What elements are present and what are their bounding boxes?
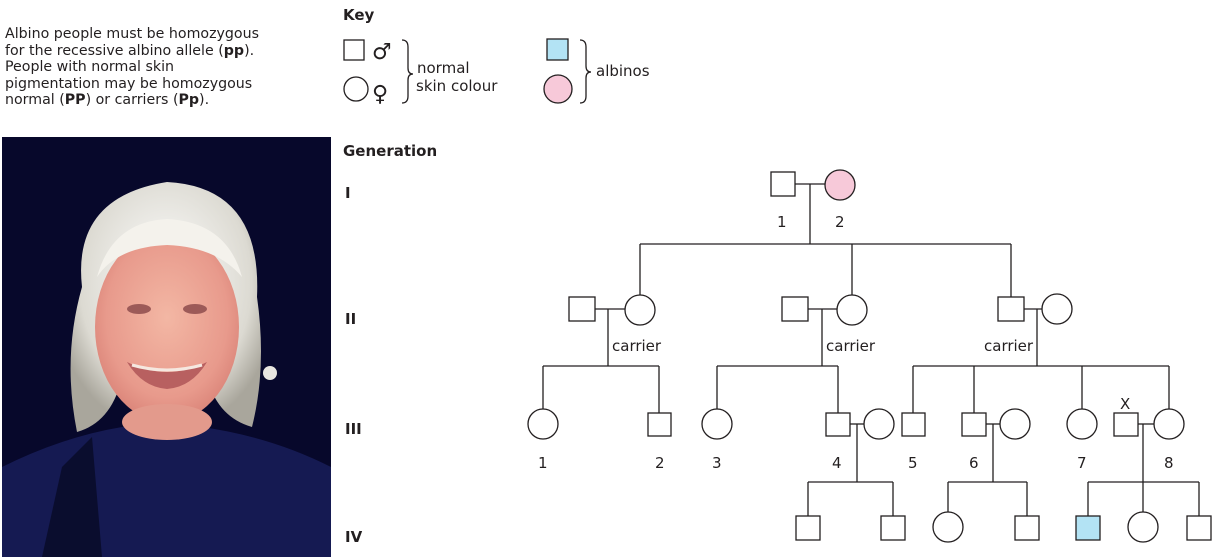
person-II-a-carrier-female — [624, 294, 656, 326]
number-III-5: 5 — [908, 454, 918, 472]
x-mark: X — [1120, 395, 1130, 413]
person-III-3-female — [701, 408, 733, 440]
number-III-3: 3 — [712, 454, 722, 472]
generation-title: Generation — [343, 142, 438, 160]
person-III-7-female — [1066, 408, 1098, 440]
key-albinos-label: albinos — [596, 62, 650, 80]
carrier-label-3: carrier — [984, 337, 1034, 355]
person-II-b-carrier-female — [836, 294, 868, 326]
person-IV-5-albino-male — [1075, 515, 1101, 541]
intro-line-2-end: ). — [244, 42, 255, 59]
genotype-Pp: Pp — [178, 92, 200, 108]
person-I-2-albino-female — [824, 169, 856, 201]
genotype-PP: PP — [64, 92, 86, 108]
person-IV-4-male — [1014, 515, 1040, 541]
number-III-4: 4 — [832, 454, 842, 472]
albino-brace — [579, 39, 592, 104]
normal-brace — [401, 39, 414, 104]
intro-line-4: pigmentation may be homozygous — [5, 75, 253, 92]
key-albino-female — [543, 74, 573, 104]
person-III-8-spouse-male — [1113, 412, 1139, 437]
generation-II: carrier carrier carrier — [542, 293, 1170, 413]
carrier-label-1: carrier — [612, 337, 662, 355]
number-I-1: 1 — [777, 213, 787, 231]
intro-line-2: for the recessive albino allele ( — [5, 42, 224, 59]
key-normal-line1: normal — [417, 59, 470, 77]
key-albino-male — [546, 38, 569, 61]
key-normal-line2: skin colour — [416, 77, 498, 95]
generation-label-IV: IV — [345, 528, 363, 546]
person-II-c-female — [1041, 293, 1073, 325]
generation-IV — [795, 511, 1212, 543]
male-symbol: ♂ — [372, 40, 392, 65]
key-title: Key — [343, 6, 375, 24]
intro-text: Albino people must be homozygous for the… — [5, 26, 325, 109]
person-IV-6-female — [1127, 511, 1159, 543]
person-II-b-male — [781, 296, 809, 322]
intro-line-5-end: ). — [199, 92, 210, 108]
intro-line-5-mid: ) or carriers ( — [85, 92, 179, 108]
person-III-8-female — [1153, 408, 1185, 440]
number-III-7: 7 — [1077, 454, 1087, 472]
number-III-6: 6 — [969, 454, 979, 472]
person-III-6-spouse — [999, 408, 1031, 440]
number-I-2: 2 — [835, 213, 845, 231]
genotype-pp: pp — [223, 42, 245, 59]
person-I-1-male — [770, 171, 796, 197]
generation-I: 1 2 — [639, 169, 1012, 305]
intro-line-1: Albino people must be homozygous — [5, 26, 259, 42]
key-female-circle — [343, 76, 369, 102]
person-IV-7-male — [1186, 515, 1212, 541]
person-II-a-male — [568, 296, 596, 322]
person-IV-3-female — [932, 511, 964, 543]
number-III-1: 1 — [538, 454, 548, 472]
number-III-8: 8 — [1164, 454, 1174, 472]
generation-label-III: III — [345, 420, 362, 438]
person-IV-2-male — [880, 515, 906, 541]
person-II-c-carrier-male — [997, 296, 1025, 322]
key-male-square — [343, 39, 365, 61]
generation-III: X 1 2 3 4 5 6 7 8 — [527, 395, 1200, 516]
albino-person-photo — [2, 137, 331, 557]
person-III-5-male — [901, 412, 926, 437]
intro-line-5: normal ( — [5, 92, 65, 108]
person-III-1-female — [527, 408, 559, 440]
person-III-4-male — [825, 412, 851, 437]
number-III-2: 2 — [655, 454, 665, 472]
person-III-4-spouse — [863, 408, 895, 440]
carrier-label-2: carrier — [826, 337, 876, 355]
person-III-6-male — [961, 412, 987, 437]
generation-label-II: II — [345, 310, 357, 328]
female-symbol: ♀ — [372, 82, 388, 107]
person-IV-1-male — [795, 515, 821, 541]
key-legend: ♂ ♀ normal skin colour albinos — [343, 38, 650, 107]
intro-line-3: People with normal skin — [5, 59, 175, 75]
generation-label-I: I — [345, 184, 351, 202]
person-III-2-male — [647, 412, 672, 437]
